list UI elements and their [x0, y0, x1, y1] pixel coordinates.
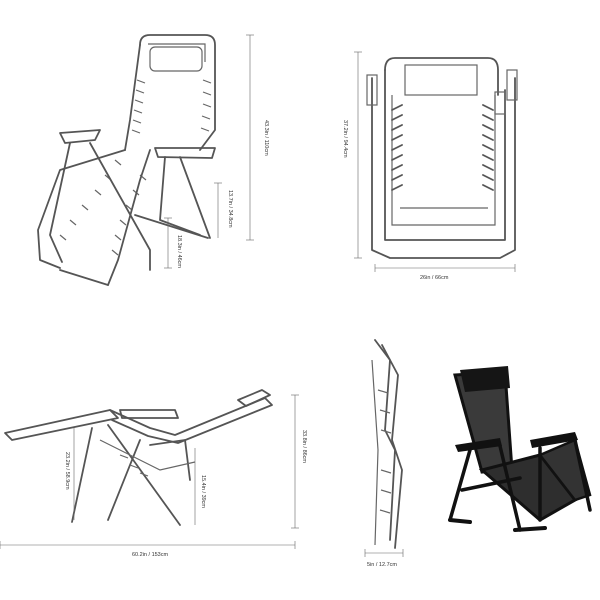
- chair-photo: [448, 366, 592, 532]
- chair-folded-view: [364, 339, 404, 557]
- height-label-front: 37.2in / 94.4cm: [342, 120, 348, 158]
- armrest-photo-right: [530, 432, 578, 448]
- length-label-side: 60.2in / 153cm: [132, 552, 168, 558]
- armrest-left: [59, 129, 101, 144]
- seat-label-side: 23.2in / 58.9cm: [64, 452, 70, 490]
- mid-label-angle: 13.7in / 34.8cm: [227, 190, 233, 228]
- height-label-side: 33.8in / 86cm: [301, 430, 307, 463]
- mesh-lacing-front: [391, 104, 494, 191]
- armrest-right: [154, 147, 216, 159]
- headrest-pillow: [149, 46, 203, 72]
- width-label-front: 26in / 66cm: [420, 275, 449, 281]
- armrest-photo-left: [455, 438, 502, 452]
- chair-angle-view: [37, 34, 254, 286]
- seat-label-angle: 18.3in / 46cm: [176, 235, 182, 268]
- height-label-angle: 43.3in / 110cm: [263, 120, 269, 156]
- arm-label-side: 15.4in / 39cm: [200, 475, 206, 508]
- chair-front-view: [354, 51, 518, 272]
- headrest-side: [237, 389, 271, 407]
- depth-label-folded: 5in / 12.7cm: [367, 562, 397, 568]
- mesh-lacing-left: [59, 79, 146, 241]
- chair-side-view: [0, 389, 299, 549]
- headrest-pillow-front: [404, 64, 478, 96]
- headrest-photo: [460, 366, 510, 392]
